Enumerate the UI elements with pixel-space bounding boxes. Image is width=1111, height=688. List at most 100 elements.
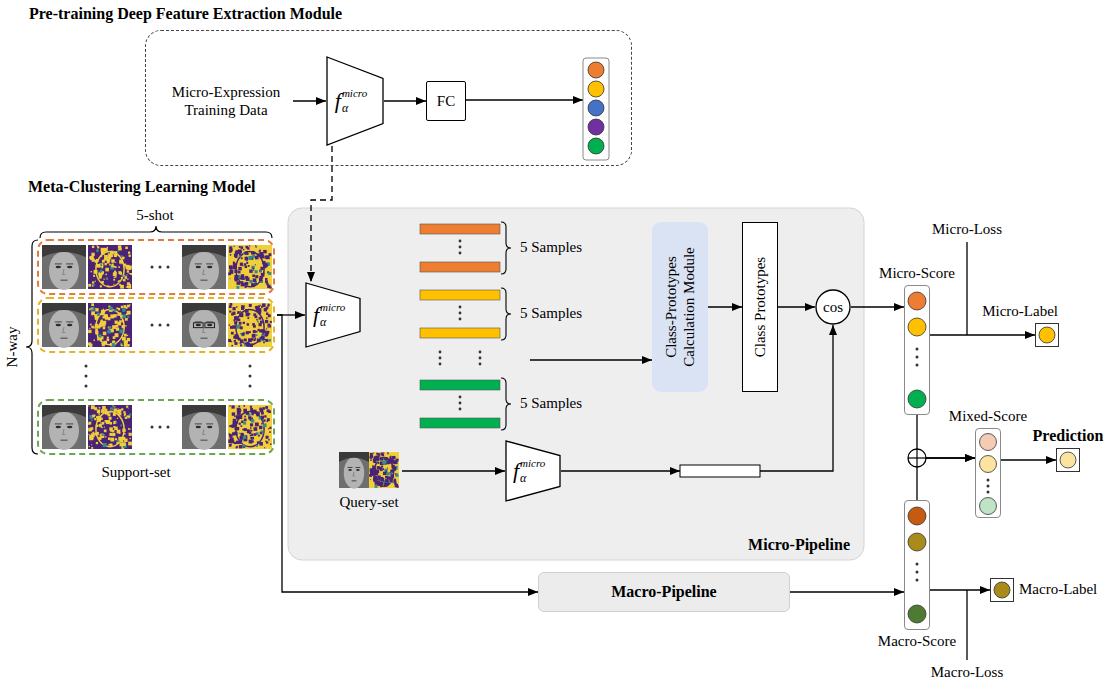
face-image <box>60 280 67 281</box>
optical-flow-image <box>101 267 103 269</box>
box-text: cos <box>823 298 843 316</box>
optical-flow-image <box>118 266 120 268</box>
optical-flow-image <box>112 433 115 436</box>
optical-flow-image <box>253 268 255 270</box>
face-image <box>203 429 206 434</box>
optical-flow-image <box>259 426 262 429</box>
optical-flow-image <box>229 310 231 312</box>
optical-flow-image <box>125 417 127 419</box>
symbol-text: fmicroα <box>305 282 361 348</box>
optical-flow-image <box>103 327 106 330</box>
optical-flow-image <box>91 419 93 421</box>
optical-flow-image <box>379 469 380 470</box>
sample-images <box>167 324 170 327</box>
face-image <box>207 266 212 268</box>
subscript: α <box>342 102 367 114</box>
optical-flow-image <box>253 252 256 255</box>
optical-flow-image <box>91 253 94 256</box>
face-image <box>66 263 73 264</box>
optical-flow-image <box>259 442 263 446</box>
face-image <box>352 480 357 481</box>
optical-flow-image <box>236 281 240 285</box>
score-column: Mixed-Score <box>975 428 1001 518</box>
optical-flow-image <box>394 457 395 458</box>
feature-bars <box>420 290 500 300</box>
optical-flow-image <box>236 446 238 448</box>
face-image <box>182 405 226 450</box>
optical-flow-image <box>128 286 131 289</box>
annotation-label: Macro-Loss <box>931 664 1003 681</box>
face-image <box>182 303 226 315</box>
optical-flow-image <box>243 253 245 255</box>
optical-flow-image <box>269 431 271 433</box>
optical-flow-image <box>229 267 230 268</box>
optical-flow-image <box>267 418 270 421</box>
optical-flow-image <box>252 334 256 338</box>
optical-flow-image <box>229 270 233 274</box>
optical-flow-image <box>126 406 128 408</box>
score-circles <box>908 507 926 525</box>
optical-flow-image <box>250 435 252 437</box>
optical-flow-image <box>246 246 249 249</box>
optical-flow-image <box>377 466 380 469</box>
optical-flow-image <box>239 445 242 448</box>
heading-text: Support-set <box>101 464 170 481</box>
optical-flow-image <box>119 432 121 434</box>
calculation-module: Class-Prototypes Calculation Module <box>652 222 708 392</box>
sample-images <box>249 385 252 388</box>
optical-flow-image <box>127 316 129 318</box>
optical-flow-image <box>97 245 98 246</box>
optical-flow-image <box>96 310 124 345</box>
optical-flow-image <box>109 257 111 259</box>
optical-flow-image <box>118 271 121 274</box>
optical-flow-image <box>91 303 94 306</box>
face-image <box>206 263 213 264</box>
face-image <box>182 245 226 289</box>
optical-flow-image <box>234 340 236 342</box>
optical-flow-image <box>248 253 249 254</box>
feature-bars <box>479 351 482 354</box>
optical-flow-image <box>244 416 246 418</box>
optical-flow-image <box>245 276 248 279</box>
face-image <box>49 309 79 348</box>
optical-flow-image <box>396 459 399 462</box>
sum-symbol <box>916 449 917 467</box>
optical-flow-image <box>259 270 261 272</box>
optical-flow-image <box>95 308 96 309</box>
feature-bars <box>459 240 462 243</box>
optical-flow-image <box>229 305 232 308</box>
optical-flow-image <box>249 280 252 283</box>
optical-flow-image <box>127 282 130 285</box>
score-circles <box>980 434 997 451</box>
optical-flow-image <box>262 261 265 264</box>
optical-flow-image <box>123 411 125 413</box>
face-image <box>339 452 369 489</box>
heading-text: Macro-Label <box>1019 581 1097 598</box>
optical-flow-image <box>374 461 376 463</box>
optical-flow-image <box>393 468 396 471</box>
optical-flow-image <box>239 322 242 325</box>
superscript: micro <box>320 302 345 313</box>
optical-flow-image <box>252 255 255 258</box>
optical-flow-image <box>121 277 123 279</box>
optical-flow-image <box>257 441 259 443</box>
optical-flow-image <box>375 456 379 460</box>
box-text: Macro-Pipeline <box>611 582 716 601</box>
optical-flow-image <box>256 334 258 336</box>
optical-flow-image <box>121 344 122 345</box>
optical-flow-image <box>268 428 269 429</box>
optical-flow-image <box>122 442 126 446</box>
optical-flow-image <box>116 267 117 268</box>
optical-flow-image <box>105 263 107 265</box>
optical-flow-image <box>229 250 231 252</box>
optical-flow-image <box>255 245 256 246</box>
heading-text: Micro-Label <box>982 303 1058 320</box>
optical-flow-image <box>108 327 109 328</box>
optical-flow-image <box>91 308 92 309</box>
optical-flow-image <box>243 436 246 439</box>
optical-flow-image <box>115 321 118 324</box>
heading-text: Query-set <box>339 494 398 511</box>
optical-flow-image <box>376 453 378 455</box>
label-circle <box>1057 449 1081 473</box>
